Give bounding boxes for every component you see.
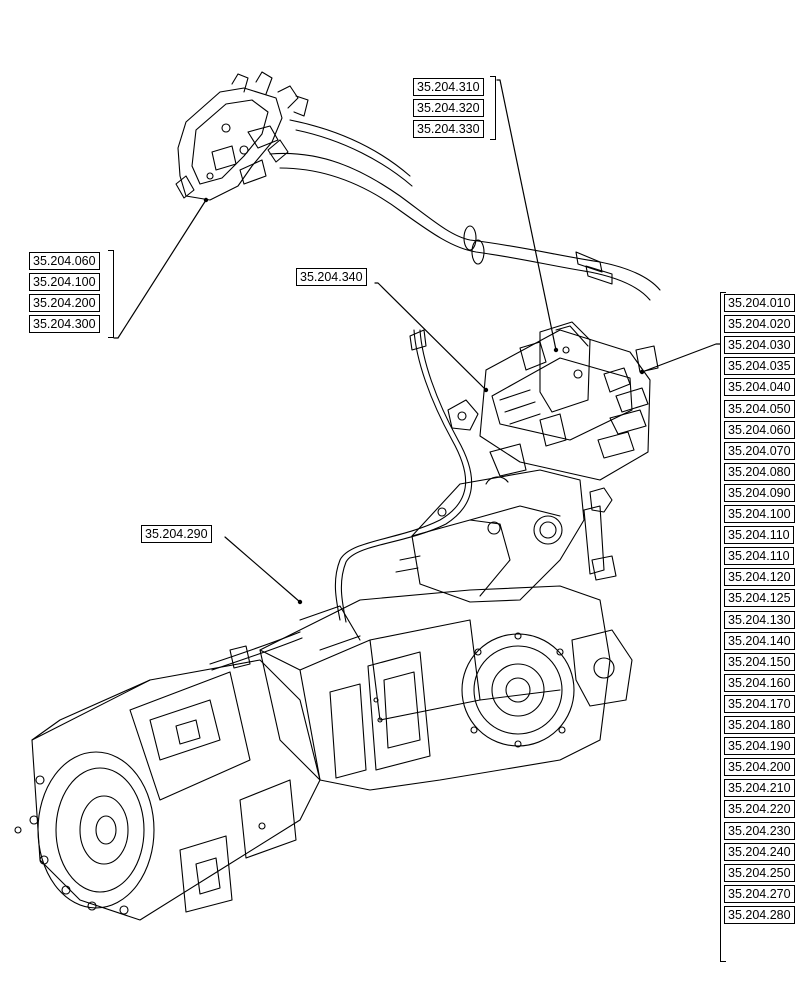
main-housing: [209, 329, 633, 791]
callout-35-204-060-right[interactable]: 35.204.060: [724, 420, 795, 439]
leader-lines: [113, 79, 721, 603]
callout-35-204-320[interactable]: 35.204.320: [413, 99, 484, 117]
callout-35-204-300-left[interactable]: 35.204.300: [29, 315, 100, 333]
callout-35-204-040-right[interactable]: 35.204.040: [724, 378, 795, 397]
callout-35-204-340[interactable]: 35.204.340: [296, 268, 367, 286]
top-cover-housing: [395, 469, 617, 603]
callout-35-204-220-right[interactable]: 35.204.220: [724, 800, 795, 819]
callout-35-204-210-right[interactable]: 35.204.210: [724, 779, 795, 798]
callout-35-204-200-left[interactable]: 35.204.200: [29, 294, 100, 312]
callout-35-204-160-right[interactable]: 35.204.160: [724, 673, 795, 692]
callout-35-204-100-left[interactable]: 35.204.100: [29, 273, 100, 291]
valve-block: [447, 321, 659, 481]
callout-35-204-150-right[interactable]: 35.204.150: [724, 652, 795, 671]
bracket-top-group: [490, 76, 496, 140]
callout-35-204-290[interactable]: 35.204.290: [141, 525, 212, 543]
callout-35-204-140-right[interactable]: 35.204.140: [724, 631, 795, 650]
bracket-left-group: [108, 250, 114, 338]
callout-35-204-310[interactable]: 35.204.310: [413, 78, 484, 96]
callout-35-204-020-right[interactable]: 35.204.020: [724, 315, 795, 334]
callout-35-204-125-right[interactable]: 35.204.125: [724, 589, 795, 608]
callout-35-204-035-right[interactable]: 35.204.035: [724, 357, 795, 376]
callout-35-204-270-right[interactable]: 35.204.270: [724, 884, 795, 903]
callout-35-204-100-right[interactable]: 35.204.100: [724, 505, 795, 523]
callout-35-204-060-left[interactable]: 35.204.060: [29, 252, 100, 270]
callout-35-204-080-right[interactable]: 35.204.080: [724, 462, 795, 481]
shift-lever-assembly: [175, 71, 661, 301]
callout-35-204-110-right[interactable]: 35.204.110: [724, 526, 794, 545]
callout-35-204-010-right[interactable]: 35.204.010: [724, 294, 795, 312]
callout-35-204-180-right[interactable]: 35.204.180: [724, 716, 795, 734]
callout-35-204-130-right[interactable]: 35.204.130: [724, 610, 795, 629]
callout-35-204-110-right[interactable]: 35.204.110: [724, 547, 794, 566]
callout-35-204-030-right[interactable]: 35.204.030: [724, 336, 795, 355]
callout-35-204-120-right[interactable]: 35.204.120: [724, 568, 795, 587]
callout-35-204-190-right[interactable]: 35.204.190: [724, 737, 795, 756]
bracket-right-group: [720, 292, 726, 962]
callout-35-204-240-right[interactable]: 35.204.240: [724, 842, 795, 861]
callout-35-204-050-right[interactable]: 35.204.050: [724, 399, 795, 418]
callout-35-204-090-right[interactable]: 35.204.090: [724, 483, 795, 502]
callout-35-204-170-right[interactable]: 35.204.170: [724, 694, 795, 713]
callout-35-204-070-right[interactable]: 35.204.070: [724, 441, 795, 460]
callout-35-204-280-right[interactable]: 35.204.280: [724, 905, 795, 924]
callout-35-204-200-right[interactable]: 35.204.200: [724, 758, 795, 777]
callout-35-204-230-right[interactable]: 35.204.230: [724, 821, 795, 840]
bell-housing: [14, 659, 321, 921]
callout-35-204-250-right[interactable]: 35.204.250: [724, 863, 795, 882]
callout-35-204-330[interactable]: 35.204.330: [413, 120, 484, 138]
